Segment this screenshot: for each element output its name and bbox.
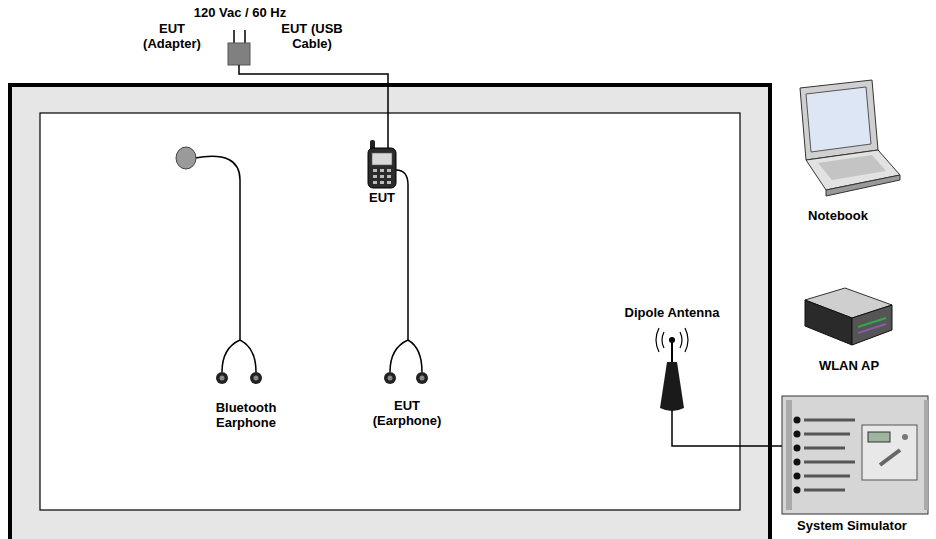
label: Dipole Antenna: [607, 305, 737, 320]
system-simulator-symbol: [782, 396, 928, 514]
label: EUT: [352, 190, 412, 205]
bluetooth-earphone-symbol: [195, 156, 256, 372]
label: Notebook: [783, 208, 893, 223]
label: EUT (USB Cable): [268, 21, 356, 51]
label: WLAN AP: [799, 358, 899, 373]
notebook-symbol: [800, 80, 900, 196]
earbud: [176, 147, 262, 384]
dipole-antenna-symbol: [656, 328, 688, 411]
chamber-inner: [40, 113, 740, 510]
label: 120 Vac / 60 Hz: [170, 5, 310, 20]
label: EUT (Adapter): [136, 21, 208, 51]
earbud: [384, 372, 428, 384]
phone-symbol: [368, 140, 396, 188]
label: EUT (Earphone): [365, 398, 449, 428]
label: Bluetooth Earphone: [198, 400, 294, 430]
label: System Simulator: [782, 518, 922, 533]
chamber-outer: [10, 85, 770, 539]
rf-cable: [672, 410, 782, 446]
usb-cable: [239, 65, 388, 148]
wlan-ap-symbol: [805, 288, 892, 345]
adapter-symbol: [228, 30, 250, 65]
